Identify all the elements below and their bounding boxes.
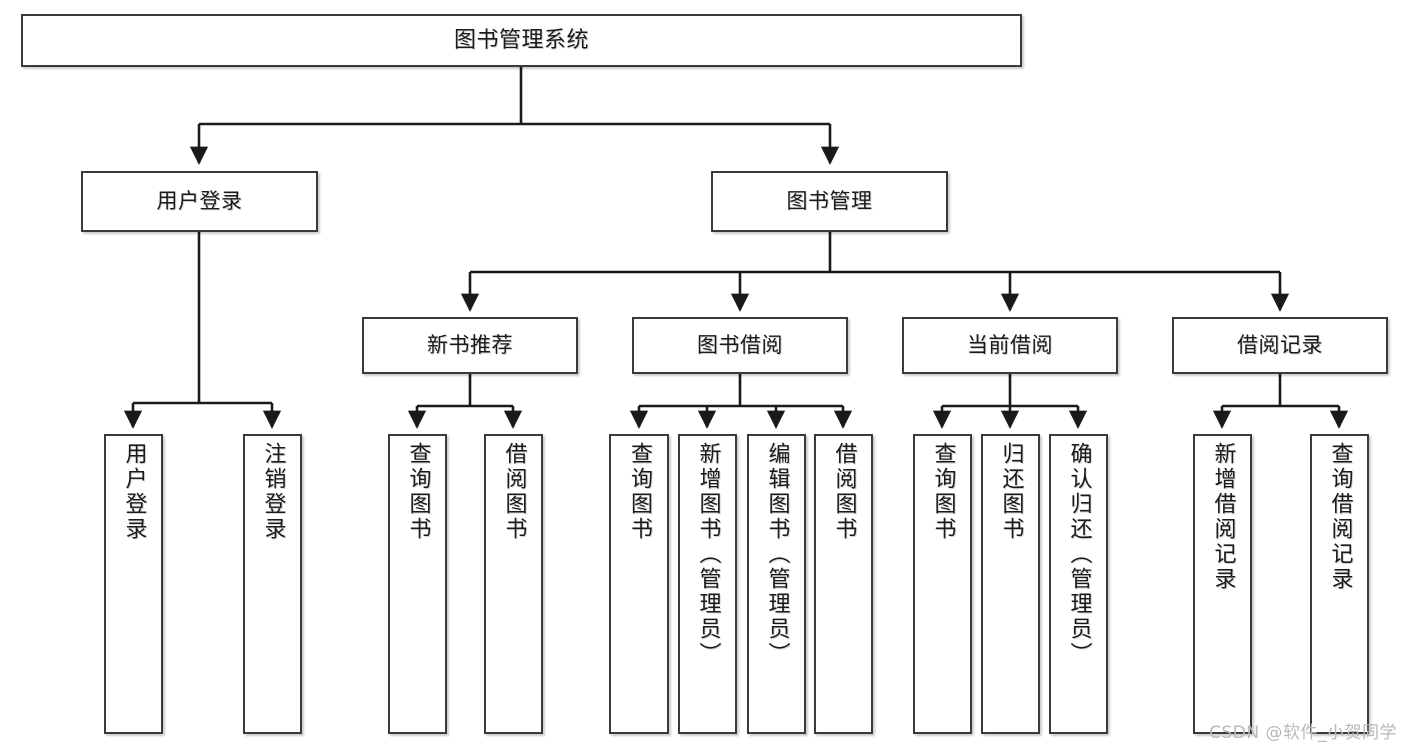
node-leaf-edit-book-label: 编辑图书（管理员） — [764, 442, 790, 667]
node-leaf-return-book-label: 归还图书 — [998, 442, 1024, 542]
node-leaf-borrow-book-b[interactable]: 借阅图书 — [814, 434, 873, 734]
node-leaf-confirm-return-label: 确认归还（管理员） — [1066, 442, 1092, 667]
node-new-book-recommend-label: 新书推荐 — [427, 333, 513, 358]
node-leaf-user-login[interactable]: 用户登录 — [104, 434, 163, 734]
node-leaf-add-book-label: 新增图书（管理员） — [695, 442, 721, 667]
csdn-watermark: CSDN @软件_小贺同学 — [1209, 723, 1397, 743]
node-leaf-borrow-book-a[interactable]: 借阅图书 — [484, 434, 543, 734]
node-leaf-borrow-book-a-label: 借阅图书 — [501, 442, 527, 542]
node-leaf-logout[interactable]: 注销登录 — [243, 434, 302, 734]
node-leaf-confirm-return[interactable]: 确认归还（管理员） — [1049, 434, 1108, 734]
node-borrow-record[interactable]: 借阅记录 — [1172, 317, 1388, 374]
node-leaf-query-book-c-label: 查询图书 — [930, 442, 956, 542]
node-book-borrow-label: 图书借阅 — [697, 333, 783, 358]
node-current-borrow-label: 当前借阅 — [967, 333, 1053, 358]
node-user-login-label: 用户登录 — [156, 189, 243, 214]
node-leaf-add-book[interactable]: 新增图书（管理员） — [678, 434, 737, 734]
node-leaf-return-book[interactable]: 归还图书 — [981, 434, 1040, 734]
node-leaf-query-book-a-label: 查询图书 — [405, 442, 431, 542]
node-leaf-add-record[interactable]: 新增借阅记录 — [1193, 434, 1252, 734]
node-root-label: 图书管理系统 — [453, 27, 589, 53]
node-leaf-query-record[interactable]: 查询借阅记录 — [1310, 434, 1369, 734]
node-leaf-user-login-label: 用户登录 — [121, 442, 147, 542]
node-leaf-query-book-b[interactable]: 查询图书 — [609, 434, 669, 734]
node-leaf-borrow-book-b-label: 借阅图书 — [831, 442, 857, 542]
node-root[interactable]: 图书管理系统 — [21, 14, 1022, 67]
node-book-borrow[interactable]: 图书借阅 — [632, 317, 848, 374]
node-new-book-recommend[interactable]: 新书推荐 — [362, 317, 578, 374]
node-leaf-query-book-c[interactable]: 查询图书 — [913, 434, 972, 734]
node-leaf-query-record-label: 查询借阅记录 — [1327, 442, 1353, 592]
node-leaf-query-book-b-label: 查询图书 — [626, 442, 652, 542]
node-leaf-edit-book[interactable]: 编辑图书（管理员） — [747, 434, 806, 734]
node-leaf-logout-label: 注销登录 — [260, 442, 286, 542]
node-book-manage-label: 图书管理 — [786, 189, 873, 214]
node-current-borrow[interactable]: 当前借阅 — [902, 317, 1118, 374]
node-book-manage[interactable]: 图书管理 — [711, 171, 948, 232]
node-user-login[interactable]: 用户登录 — [81, 171, 318, 232]
node-leaf-query-book-a[interactable]: 查询图书 — [388, 434, 447, 734]
node-borrow-record-label: 借阅记录 — [1237, 333, 1323, 358]
node-leaf-add-record-label: 新增借阅记录 — [1210, 442, 1236, 592]
